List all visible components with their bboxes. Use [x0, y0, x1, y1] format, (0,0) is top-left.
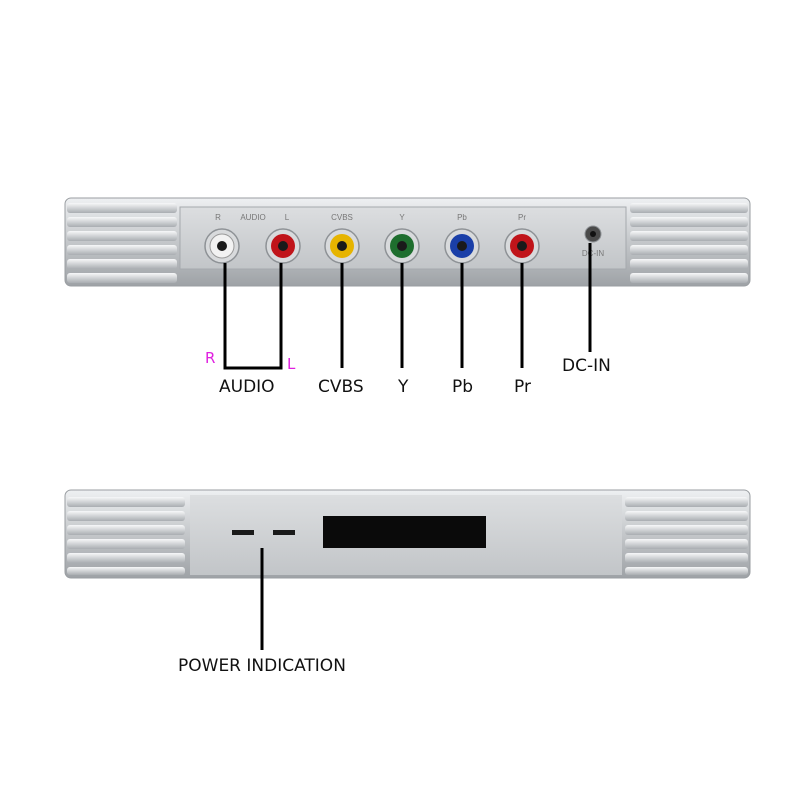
left-vent-ribs [67, 203, 177, 283]
panel-label-r: R [215, 213, 221, 222]
callout-r: R [205, 349, 216, 367]
jack-cvbs[interactable] [324, 228, 360, 264]
callout-l: L [287, 355, 296, 373]
back-callout-lines [223, 243, 592, 370]
callout-y: Y [398, 377, 409, 397]
panel-label-pb: Pb [457, 213, 467, 222]
right-vent-ribs [630, 203, 748, 283]
jack-pb[interactable] [444, 228, 480, 264]
power-led-2 [273, 530, 295, 535]
jack-audio-r[interactable] [204, 228, 240, 264]
jack-dcin[interactable] [584, 225, 602, 243]
callout-dcin: DC-IN [562, 356, 611, 376]
callout-pb: Pb [452, 377, 474, 397]
jack-audio-l[interactable] [265, 228, 301, 264]
front-panel [64, 489, 751, 579]
panel-label-pr: Pr [518, 213, 526, 222]
panel-label-cvbs: CVBS [331, 213, 353, 222]
front-left-vent-ribs [67, 497, 185, 575]
callout-audio: AUDIO [219, 377, 275, 397]
front-right-vent-ribs [625, 497, 748, 575]
power-led-1 [232, 530, 254, 535]
jack-pr[interactable] [504, 228, 540, 264]
ir-window [323, 516, 486, 548]
audio-bracket-line [223, 263, 283, 370]
panel-label-l: L [285, 213, 290, 222]
callout-pr: Pr [514, 377, 531, 397]
callout-power-indication: POWER INDICATION [178, 656, 346, 676]
panel-label-dcin: DC-IN [582, 249, 604, 258]
panel-label-audio: AUDIO [240, 213, 265, 222]
back-panel: R AUDIO L CVBS Y Pb Pr DC-IN [64, 197, 751, 287]
callout-cvbs: CVBS [318, 377, 364, 397]
panel-label-y: Y [399, 213, 405, 222]
jack-y[interactable] [384, 228, 420, 264]
